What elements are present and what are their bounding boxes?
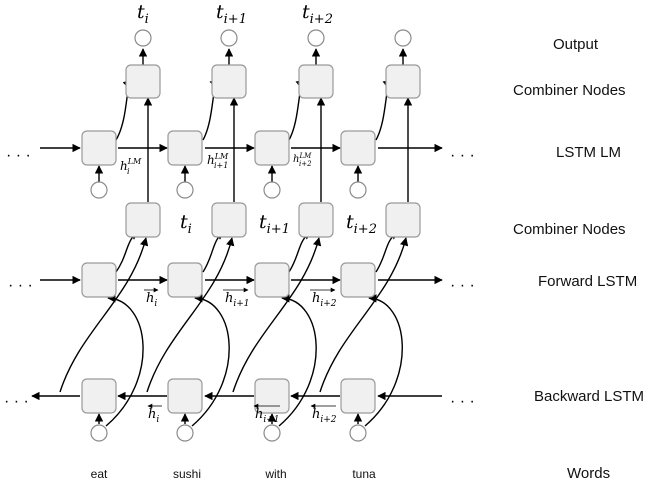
lm-input-circle xyxy=(263,181,281,199)
backward-hidden-label: hi+1 xyxy=(255,407,280,425)
word-input-circle xyxy=(90,424,108,442)
combiner-node xyxy=(385,202,421,238)
combiner-node xyxy=(211,64,247,99)
forward-hidden-label: hi+1 xyxy=(225,291,250,309)
combiner-mid-row xyxy=(125,202,421,238)
output-circle xyxy=(394,29,412,47)
output-label: ti+2 xyxy=(302,1,333,27)
lstm-lm-node xyxy=(167,130,203,166)
output-circles xyxy=(134,29,412,47)
lm-input-circle xyxy=(349,181,367,199)
word-label: with xyxy=(264,467,286,480)
row-label-output: Output xyxy=(553,36,599,53)
lstm-lm-node xyxy=(81,130,117,166)
backward-hidden-label: hi+2 xyxy=(312,407,337,425)
backward-hidden-labels: hi hi+1 hi+2 xyxy=(147,403,337,425)
tag-labels: ti ti+1 ti+2 xyxy=(180,211,377,237)
combiner-top-row xyxy=(125,64,421,99)
forward-lstm-node xyxy=(81,262,117,298)
backward-hidden-label: hi xyxy=(148,407,159,425)
row-label-lstm-lm: LSTM LM xyxy=(556,144,621,161)
forward-lstm-node xyxy=(167,262,203,298)
forward-lstm-node xyxy=(340,262,376,298)
combiner-node xyxy=(125,64,161,99)
forward-hidden-label: hi+2 xyxy=(312,291,337,309)
word-input-circle xyxy=(176,424,194,442)
output-circle xyxy=(220,29,238,47)
backward-lstm-node xyxy=(254,378,290,414)
combiner-node xyxy=(385,64,421,99)
tag-label: ti+2 xyxy=(346,211,377,237)
ellipsis-lm-right: · · · xyxy=(450,147,475,164)
ellipsis-fwd-left: · · · xyxy=(8,277,33,294)
output-label: ti xyxy=(137,1,149,27)
output-circle xyxy=(134,29,152,47)
ellipsis-bwd-right: · · · xyxy=(450,393,475,410)
backward-lstm-node xyxy=(167,378,203,414)
lstm-lm-node xyxy=(254,130,290,166)
forward-lstm-row xyxy=(81,262,376,298)
tag-label: ti xyxy=(180,211,192,237)
word-label: eat xyxy=(91,467,108,480)
row-label-combiner-mid: Combiner Nodes xyxy=(513,221,626,238)
forward-hidden-label: hi xyxy=(146,291,157,309)
backward-lstm-node xyxy=(81,378,117,414)
forward-hidden-labels: hi hi+1 hi+2 xyxy=(144,287,337,309)
lstm-lm-node xyxy=(340,130,376,166)
combiner-node xyxy=(125,202,161,238)
word-label: tuna xyxy=(352,467,376,480)
output-label: ti+1 xyxy=(216,1,247,27)
word-labels: eat sushi with tuna xyxy=(91,467,376,480)
combiner-node xyxy=(298,64,334,99)
combiner-node xyxy=(298,202,334,238)
output-labels: ti ti+1 ti+2 xyxy=(137,1,333,27)
forward-lstm-node xyxy=(254,262,290,298)
ellipsis-lm-left: · · · xyxy=(6,147,31,164)
ellipsis-bwd-left: · · · xyxy=(4,393,29,410)
ellipsis-fwd-right: · · · xyxy=(450,277,475,294)
word-input-circles xyxy=(90,424,367,442)
backward-lstm-row xyxy=(81,378,376,414)
row-label-backward: Backward LSTM xyxy=(534,388,644,405)
row-label-forward: Forward LSTM xyxy=(538,273,637,290)
tag-label: ti+1 xyxy=(259,211,290,237)
backward-lstm-node xyxy=(340,378,376,414)
row-label-combiner-top: Combiner Nodes xyxy=(513,82,626,99)
word-input-circle xyxy=(349,424,367,442)
output-circle xyxy=(307,29,325,47)
vertical-connections xyxy=(94,48,413,424)
word-input-circle xyxy=(263,424,281,442)
lm-input-circle xyxy=(90,181,108,199)
word-label: sushi xyxy=(173,467,201,480)
lstm-lm-row xyxy=(81,130,376,166)
row-label-words: Words xyxy=(567,465,610,480)
lm-input-circle xyxy=(176,181,194,199)
lm-input-circles xyxy=(90,181,367,199)
combiner-node xyxy=(211,202,247,238)
